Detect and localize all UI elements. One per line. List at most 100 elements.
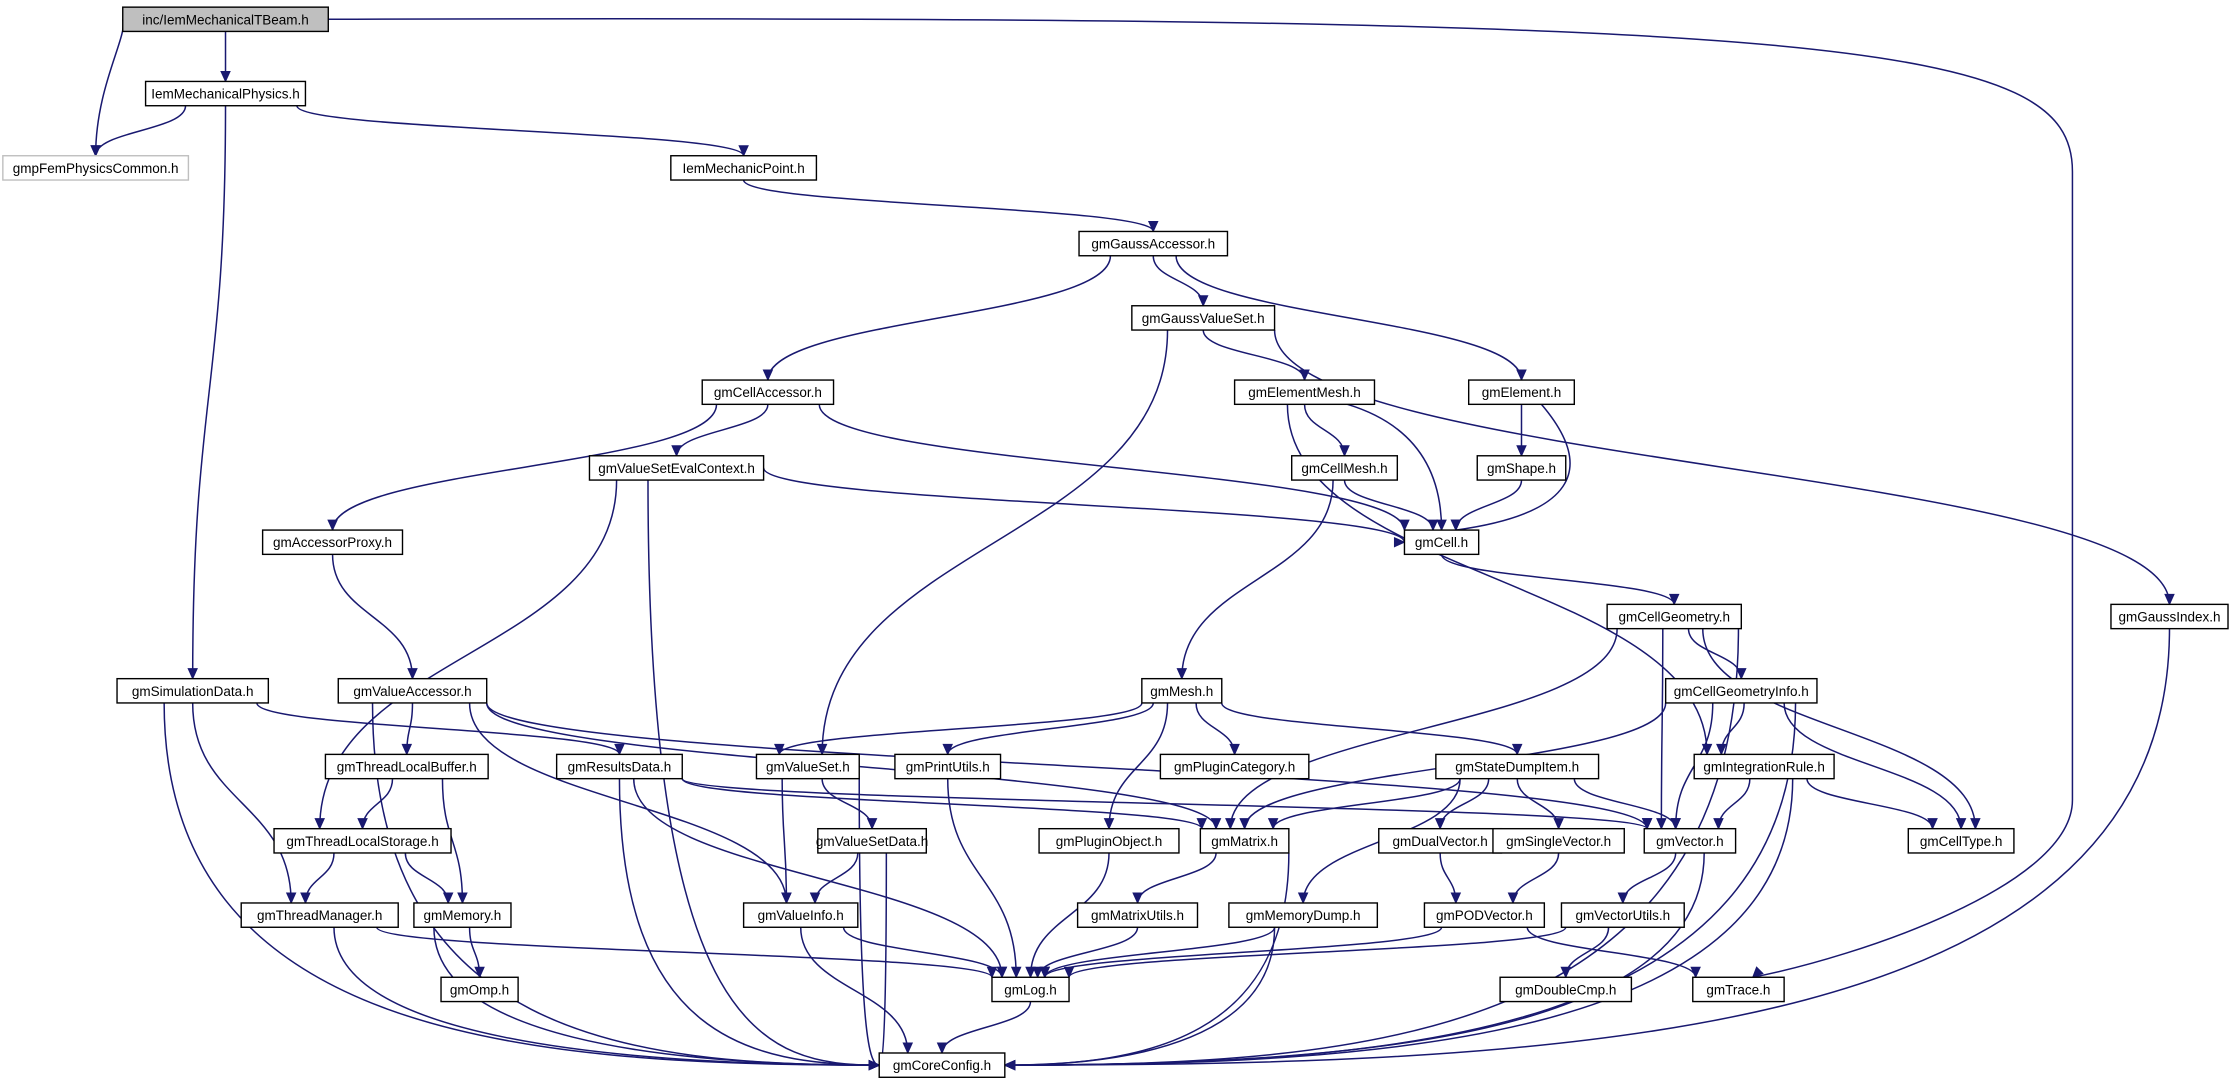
node-celltype[interactable]: gmCellType.h	[1907, 827, 2015, 854]
node-box[interactable]	[1078, 230, 1229, 257]
node-memory[interactable]: gmMemory.h	[413, 902, 512, 928]
node-podvec[interactable]: gmPODVector.h	[1423, 902, 1546, 928]
node-omp[interactable]: gmOmp.h	[440, 976, 519, 1003]
node-tlstorage[interactable]: gmThreadLocalStorage.h	[273, 827, 452, 854]
node-matrix[interactable]: gmMatrix.h	[1199, 827, 1290, 854]
node-box[interactable]	[413, 902, 512, 928]
node-box[interactable]	[701, 379, 835, 406]
node-dualvec[interactable]: gmDualVector.h	[1378, 827, 1503, 854]
node-accproxy[interactable]: gmAccessorProxy.h	[261, 529, 404, 556]
node-box[interactable]	[742, 902, 859, 928]
node-valueset[interactable]: gmValueSet.h	[755, 753, 860, 780]
node-box[interactable]	[670, 155, 818, 181]
node-trace[interactable]: gmTrace.h	[1692, 976, 1785, 1003]
node-box[interactable]	[1664, 677, 1818, 704]
node-box[interactable]	[1560, 902, 1685, 928]
node-valinfo[interactable]: gmValueInfo.h	[742, 902, 859, 928]
node-box[interactable]	[261, 529, 404, 556]
node-vecutils[interactable]: gmVectorUtils.h	[1560, 902, 1685, 928]
node-box[interactable]	[2, 155, 190, 181]
node-pluginobj[interactable]: gmPluginObject.h	[1038, 827, 1180, 854]
node-coreconfig[interactable]: gmCoreConfig.h	[878, 1052, 1006, 1078]
node-box[interactable]	[817, 827, 928, 854]
node-statedump[interactable]: gmStateDumpItem.h	[1435, 753, 1600, 780]
node-box[interactable]	[1435, 753, 1600, 780]
node-box[interactable]	[1467, 379, 1576, 406]
node-mesh[interactable]: gmMesh.h	[1141, 677, 1223, 704]
node-box[interactable]	[1228, 902, 1379, 928]
node-vector[interactable]: gmVector.h	[1643, 827, 1737, 854]
node-box[interactable]	[991, 976, 1070, 1003]
node-box[interactable]	[755, 753, 860, 780]
node-physics[interactable]: IemMechanicalPhysics.h	[144, 80, 307, 107]
node-box[interactable]	[1233, 379, 1376, 406]
edge-simdata-to-threadmgr	[191, 702, 297, 905]
node-plugincat[interactable]: gmPluginCategory.h	[1159, 753, 1310, 780]
node-gaussvs[interactable]: gmGaussValueSet.h	[1131, 305, 1276, 331]
node-box[interactable]	[2110, 603, 2229, 630]
node-box[interactable]	[1141, 677, 1223, 704]
node-threadmgr[interactable]: gmThreadManager.h	[240, 902, 399, 928]
node-cellacc[interactable]: gmCellAccessor.h	[701, 379, 835, 406]
node-box[interactable]	[1693, 753, 1835, 780]
node-gaussidx[interactable]: gmGaussIndex.h	[2110, 603, 2229, 630]
node-femcommon[interactable]: gmpFemPhysicsCommon.h	[2, 155, 190, 181]
node-box[interactable]	[1492, 827, 1625, 854]
node-matutils[interactable]: gmMatrixUtils.h	[1076, 902, 1199, 928]
node-box[interactable]	[1692, 976, 1785, 1003]
node-box[interactable]	[1907, 827, 2015, 854]
node-mechpoint[interactable]: IemMechanicPoint.h	[670, 155, 818, 181]
node-simdata[interactable]: gmSimulationData.h	[116, 677, 270, 704]
node-box[interactable]	[894, 753, 1002, 780]
node-box[interactable]	[1038, 827, 1180, 854]
edge-arrowhead	[1713, 818, 1724, 830]
node-printutils[interactable]: gmPrintUtils.h	[894, 753, 1002, 780]
node-box[interactable]	[144, 80, 307, 107]
node-log[interactable]: gmLog.h	[991, 976, 1070, 1003]
node-box[interactable]	[1378, 827, 1503, 854]
node-elemmesh[interactable]: gmElementMesh.h	[1233, 379, 1376, 406]
node-shape[interactable]: gmShape.h	[1476, 455, 1567, 481]
edge-arrowhead	[614, 743, 625, 756]
node-box[interactable]	[1403, 529, 1480, 556]
node-box[interactable]	[1076, 902, 1199, 928]
node-box[interactable]	[1606, 603, 1743, 630]
node-cell[interactable]: gmCell.h	[1403, 529, 1480, 556]
node-box[interactable]	[588, 455, 765, 481]
node-cellgeom[interactable]: gmCellGeometry.h	[1606, 603, 1743, 630]
edge-arrowhead	[1210, 818, 1222, 830]
edge-root-to-physics	[220, 31, 231, 83]
node-box[interactable]	[116, 677, 270, 704]
node-valacc[interactable]: gmValueAccessor.h	[337, 677, 488, 704]
node-box[interactable]	[122, 6, 329, 33]
node-vsdata[interactable]: gmValueSetData.h	[816, 827, 928, 854]
edge-element-to-shape	[1516, 404, 1527, 457]
node-singlevec[interactable]: gmSingleVector.h	[1492, 827, 1625, 854]
node-box[interactable]	[273, 827, 452, 854]
node-box[interactable]	[1291, 455, 1399, 481]
node-results[interactable]: gmResultsData.h	[555, 753, 683, 780]
node-element[interactable]: gmElement.h	[1467, 379, 1576, 406]
node-box[interactable]	[1159, 753, 1310, 780]
node-box[interactable]	[1476, 455, 1567, 481]
node-root[interactable]: inc/IemMechanicalTBeam.h	[122, 6, 329, 33]
node-box[interactable]	[1131, 305, 1276, 331]
node-box[interactable]	[1199, 827, 1290, 854]
node-box[interactable]	[878, 1052, 1006, 1078]
node-intrule[interactable]: gmIntegrationRule.h	[1693, 753, 1835, 780]
node-tlbuffer[interactable]: gmThreadLocalBuffer.h	[324, 753, 489, 780]
node-doublecmp[interactable]: gmDoubleCmp.h	[1499, 976, 1633, 1003]
node-box[interactable]	[555, 753, 683, 780]
node-box[interactable]	[240, 902, 399, 928]
node-gaussacc[interactable]: gmGaussAccessor.h	[1078, 230, 1229, 257]
node-box[interactable]	[1499, 976, 1633, 1003]
node-box[interactable]	[440, 976, 519, 1003]
node-box[interactable]	[1423, 902, 1546, 928]
node-cellmesh[interactable]: gmCellMesh.h	[1291, 455, 1399, 481]
node-vsevalctx[interactable]: gmValueSetEvalContext.h	[588, 455, 765, 481]
node-box[interactable]	[1643, 827, 1737, 854]
node-memdump[interactable]: gmMemoryDump.h	[1228, 902, 1379, 928]
node-cellgeominfo[interactable]: gmCellGeometryInfo.h	[1664, 677, 1818, 704]
node-box[interactable]	[324, 753, 489, 780]
node-box[interactable]	[337, 677, 488, 704]
